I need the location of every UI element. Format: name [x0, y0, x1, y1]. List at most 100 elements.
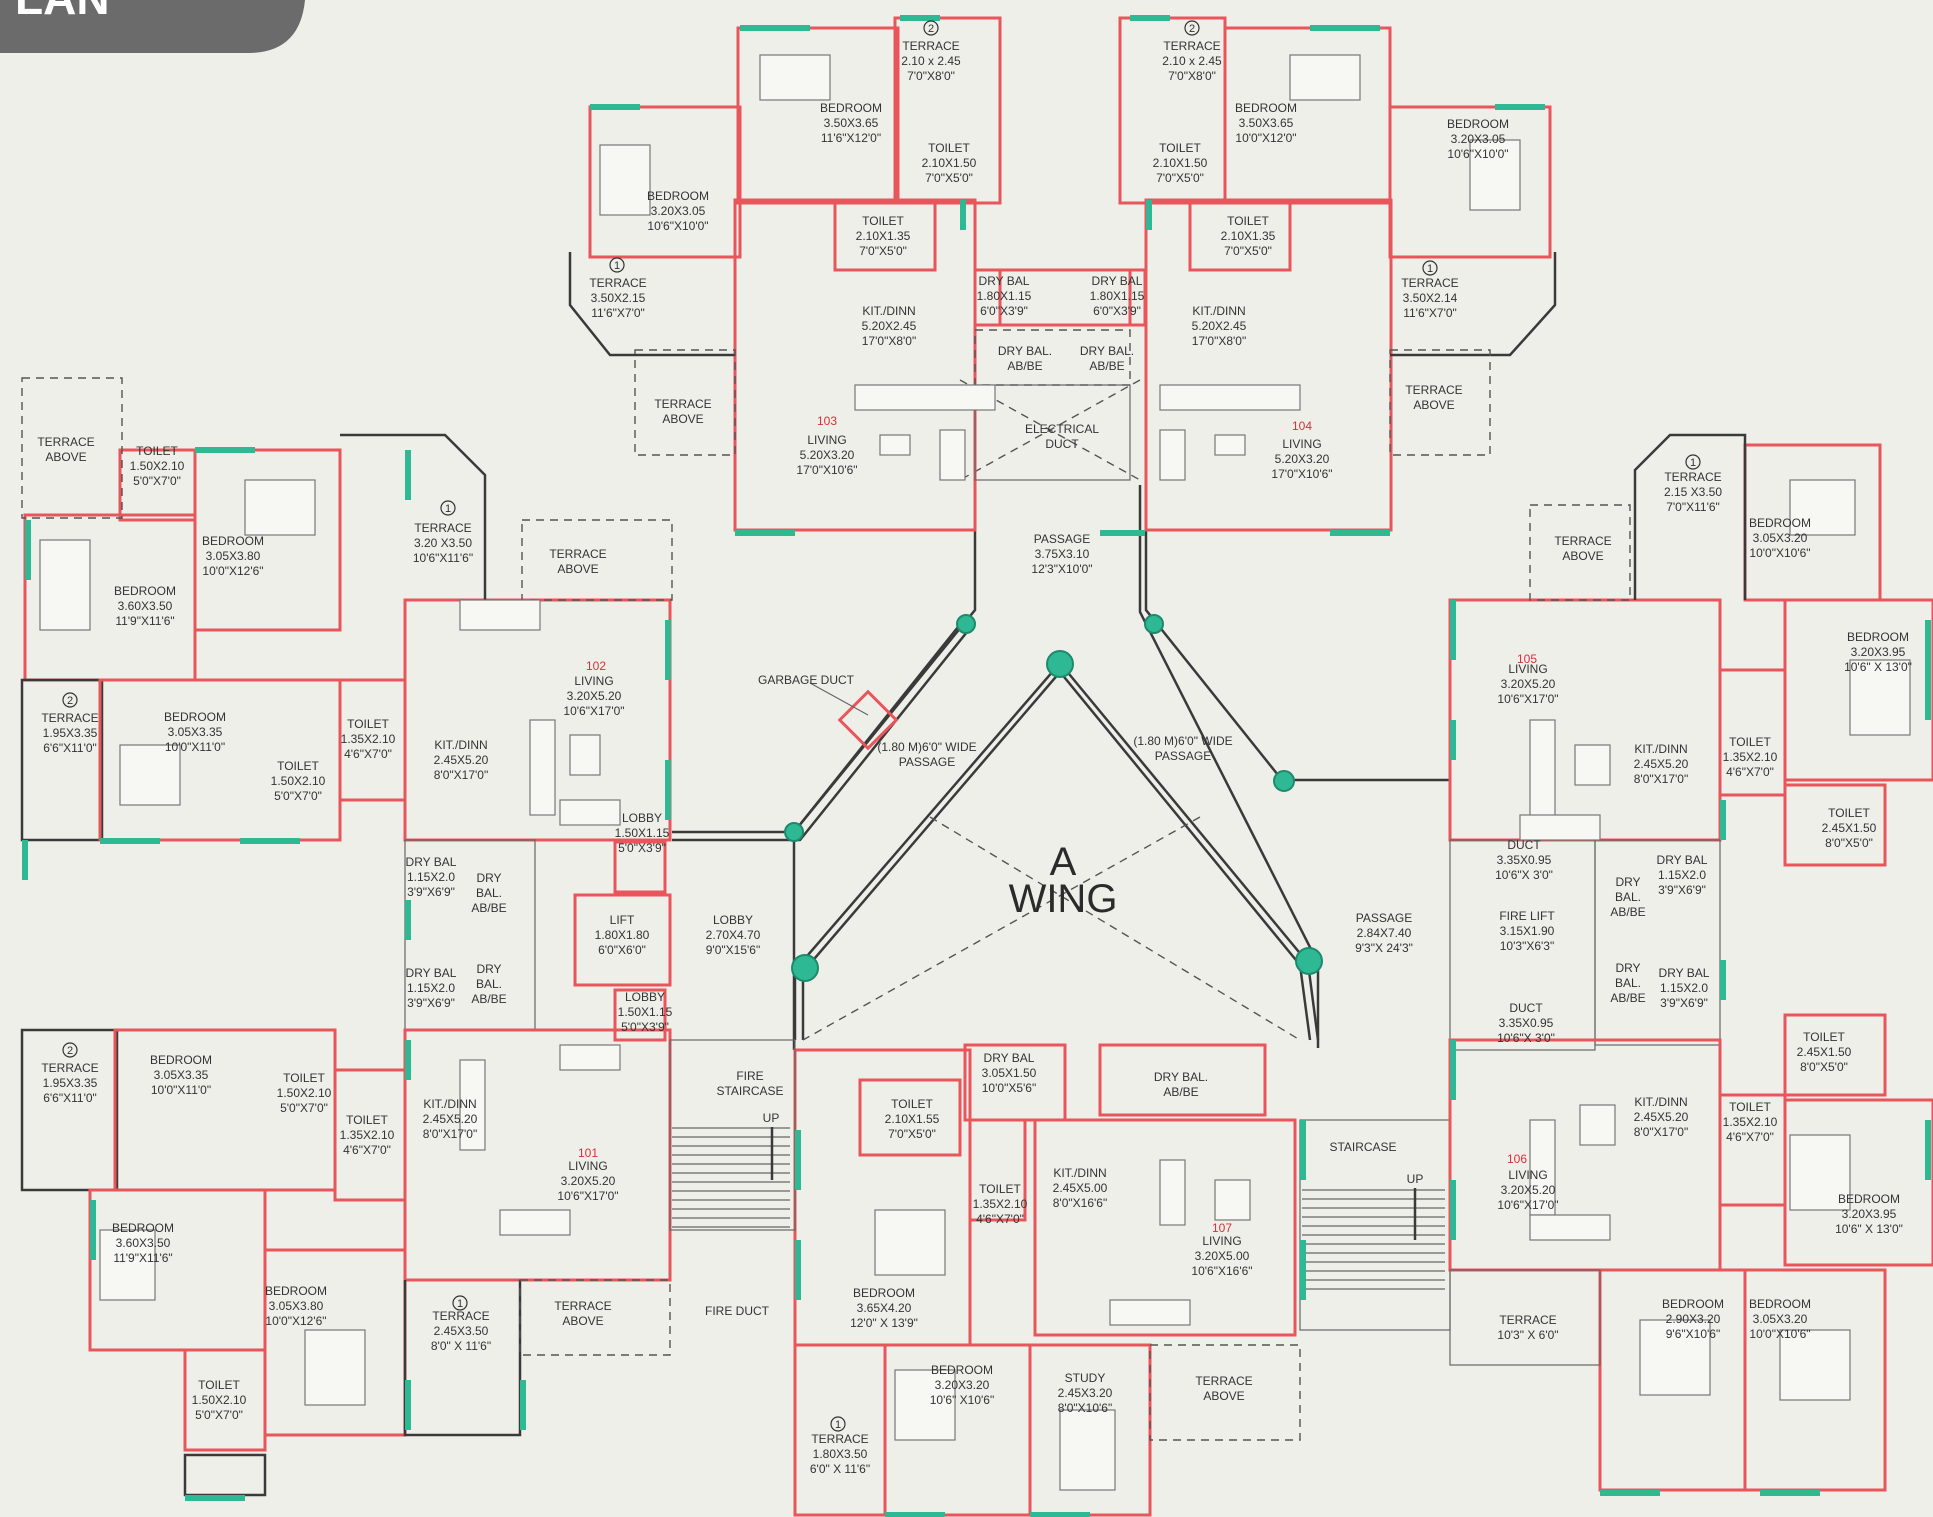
room-label-line: AB/BE: [471, 992, 506, 1006]
room-label-line: 6'0" X 11'6": [810, 1462, 870, 1476]
room-label-line: BEDROOM: [1749, 1297, 1811, 1311]
room-label-line: DRY BAL: [406, 855, 457, 869]
room-label-line: 10'6"X 3'0": [1495, 868, 1553, 882]
room-label-line: TOILET: [347, 717, 389, 731]
room-label-line: 3.20X5.00: [1195, 1249, 1250, 1263]
room-label-line: 12'3"X10'0": [1031, 562, 1092, 576]
room-label-line: 10'6" X10'6": [930, 1393, 994, 1407]
room-label-line: 3.20X3.05: [1451, 132, 1506, 146]
room-label-line: TERRACE: [1195, 1374, 1252, 1388]
room-label-line: TERRACE: [1499, 1313, 1556, 1327]
room-label-line: LIVING: [1508, 662, 1547, 676]
window-strip: [1100, 530, 1145, 536]
furniture-block: [459, 1059, 486, 1151]
room-label-line: 3'9"X6'9": [407, 885, 455, 899]
terrace-marker-number: 1: [1427, 263, 1433, 275]
room-label-line: 1.80X1.15: [1090, 289, 1145, 303]
room-label-line: 2.45X1.50: [1797, 1045, 1852, 1059]
room-label-line: 8'0"X17'0": [434, 768, 488, 782]
room-label-line: KIT./DINN: [434, 738, 487, 752]
room-label-line: TOILET: [928, 141, 970, 155]
room-label-line: TERRACE: [41, 1061, 98, 1075]
terrace-marker-circle: [609, 257, 625, 273]
room-label-line: 7'0"X5'0": [888, 1127, 936, 1141]
room-label-line: 2.45X5.20: [1634, 1110, 1689, 1124]
room-label-line: TERRACE: [554, 1299, 611, 1313]
room-label-line: FIRE LIFT: [1499, 909, 1555, 923]
window-strip: [900, 15, 940, 21]
room-label-line: 4'6"X7'0": [1726, 765, 1774, 779]
unit-number-105: 105: [1517, 652, 1537, 666]
room-label-line: 3.05X3.20: [1753, 531, 1808, 545]
room-label-line: TERRACE: [37, 435, 94, 449]
room-label-line: 10'6"X10'0": [647, 219, 708, 233]
room-label-line: 11'6"X12'0": [821, 131, 881, 145]
room-label-line: 3.05X3.35: [154, 1068, 209, 1082]
room-label-line: BEDROOM: [1847, 630, 1909, 644]
wing-label-line1: A: [1050, 840, 1077, 884]
window-strip: [740, 25, 810, 31]
room-label-line: 2.45X3.50: [434, 1324, 489, 1338]
room-label-line: 5.20X3.20: [800, 448, 855, 462]
room-label-line: ELECTRICAL: [1025, 422, 1099, 436]
room-label-line: KIT./DINN: [1192, 304, 1245, 318]
room-label-line: 3.05X3.35: [168, 725, 223, 739]
furniture-block: [874, 1209, 946, 1276]
window-strip: [22, 840, 28, 880]
furniture-block: [529, 719, 556, 816]
room-label-line: 1.50X2.10: [130, 459, 185, 473]
furniture-block: [459, 599, 541, 631]
room-label-line: DUCT: [1045, 437, 1079, 451]
furniture: [39, 54, 1911, 1491]
room-label-line: 2.84X7.40: [1357, 926, 1412, 940]
room-label-line: BAL.: [1615, 890, 1641, 904]
room-label-line: ABOVE: [1203, 1389, 1244, 1403]
central-core: [672, 379, 1450, 1050]
furniture-block: [894, 1369, 956, 1441]
room-label-line: 3.20X5.20: [567, 689, 622, 703]
room-label-line: AB/BE: [1610, 991, 1645, 1005]
room-label-line: 3.20X5.20: [1501, 1183, 1556, 1197]
room-label-line: 8'0" X 11'6": [431, 1339, 491, 1353]
room-label-line: 3.20X3.05: [651, 204, 706, 218]
room-label-line: LIVING: [807, 433, 846, 447]
room-label-line: AB/BE: [1610, 905, 1645, 919]
window-strip: [405, 900, 411, 940]
wing-label-line2: WING: [1009, 877, 1118, 921]
room-label-line: LOBBY: [625, 990, 665, 1004]
room-label-line: 2.45X3.20: [1058, 1386, 1113, 1400]
window-strip: [90, 1200, 96, 1260]
room-label-line: STAIRCASE: [1329, 1140, 1396, 1154]
room-label-line: DRY: [476, 871, 501, 885]
furniture-block: [879, 434, 911, 456]
room-label-line: 5'0"X7'0": [133, 474, 181, 488]
room-label-line: ABOVE: [1413, 398, 1454, 412]
room-label-line: 10'6"X10'0": [1447, 147, 1508, 161]
room-label-line: TERRACE: [902, 39, 959, 53]
window-strip: [1300, 1120, 1306, 1180]
